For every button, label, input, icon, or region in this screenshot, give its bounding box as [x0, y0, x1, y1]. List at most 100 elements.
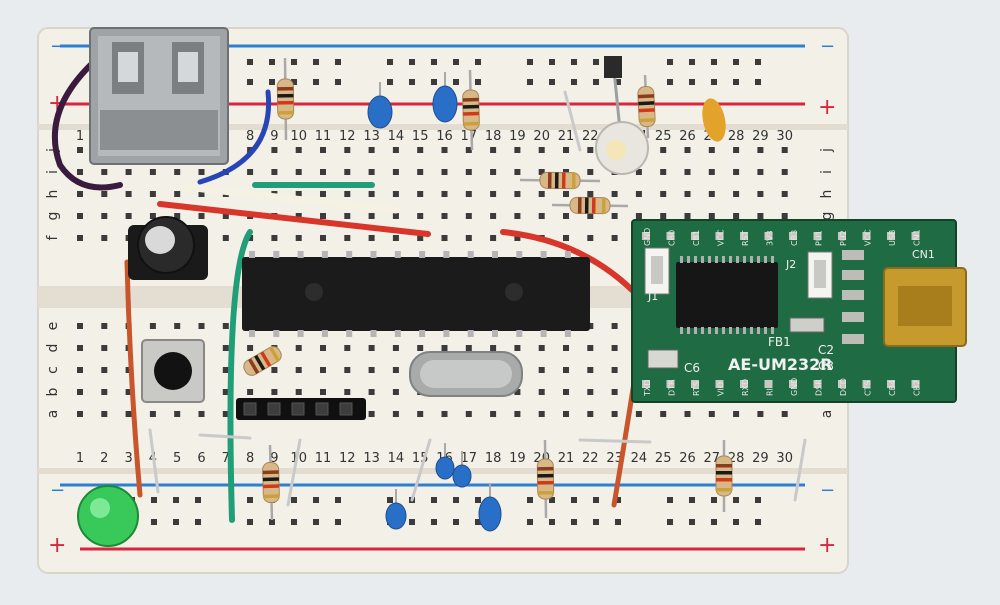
breadboard-hole	[684, 169, 691, 175]
ic-pin	[297, 330, 304, 337]
rail-hole	[409, 59, 415, 65]
breadboard-hole	[101, 169, 108, 175]
button-cap	[154, 352, 192, 390]
breadboard-hole	[538, 389, 545, 395]
ic-pin	[394, 330, 401, 337]
ic-pins	[249, 251, 571, 337]
breadboard-hole	[295, 345, 302, 351]
column-number-top: 18	[485, 129, 502, 144]
breadboard-hole	[222, 411, 229, 417]
usb-socket-window-left	[118, 52, 138, 82]
column-number-top: 1	[76, 129, 84, 144]
rail-hole	[755, 519, 761, 525]
module-top-pin-label: CB1	[692, 230, 701, 246]
module-name: AE-UM232R	[728, 355, 833, 374]
breadboard-hole	[174, 411, 181, 417]
column-number-bottom: 2	[100, 451, 108, 466]
rail-hole	[431, 497, 437, 503]
breadboard-hole	[320, 345, 326, 351]
rail-hole	[313, 497, 319, 503]
rail-hole	[527, 497, 533, 503]
column-number-bottom: 5	[173, 451, 181, 466]
ceramic-capacitor	[385, 502, 407, 530]
module-bottom-pin-label: DSR	[815, 379, 824, 396]
breadboard-hole	[660, 147, 667, 153]
breadboard-hole	[125, 191, 132, 197]
resistor-band	[639, 118, 656, 123]
module-part-fb1: FB1	[768, 335, 791, 349]
breadboard-hole	[587, 345, 594, 351]
rail-plus-bottom-left: +	[48, 533, 66, 558]
rail-hole	[571, 79, 577, 85]
module-top-pin-label: PU1	[815, 230, 824, 246]
column-number-bottom: 21	[558, 451, 575, 466]
column-number-top: 15	[412, 129, 429, 144]
breadboard-hole	[101, 389, 108, 395]
rail-hole	[151, 519, 157, 525]
breadboard-hole	[441, 147, 448, 153]
resistor-band	[537, 466, 554, 471]
rail-hole	[195, 497, 201, 503]
column-number-top: 26	[679, 129, 696, 144]
breadboard-hole	[295, 235, 302, 241]
rail-hole	[453, 59, 459, 65]
breadboard-hole	[490, 411, 497, 417]
rail-hole	[549, 79, 555, 85]
breadboard-hole	[611, 213, 618, 219]
rail-hole	[571, 519, 577, 525]
yellow-capacitor	[702, 98, 726, 142]
ic-pin	[540, 330, 547, 337]
clear-led	[595, 56, 649, 175]
module-pin-hole	[764, 380, 773, 388]
column-number-bottom: 29	[752, 451, 769, 466]
rail-hole	[571, 59, 577, 65]
breadboard-hole	[441, 235, 448, 241]
breadboard-hole	[563, 411, 569, 417]
breadboard-hole	[490, 169, 497, 175]
breadboard-hole	[295, 367, 302, 373]
chip-lead	[708, 256, 711, 263]
breadboard-hole	[149, 169, 156, 175]
column-number-bottom: 13	[363, 451, 380, 466]
rail-hole	[711, 497, 717, 503]
breadboard-hole	[320, 367, 326, 373]
column-number-top: 19	[509, 129, 526, 144]
breadboard-hole	[222, 367, 229, 373]
ic-dimple-right	[505, 283, 523, 301]
module-top-pin-label: RST	[741, 230, 750, 246]
breadboard-hole	[368, 367, 375, 373]
chip-lead	[729, 256, 732, 263]
jumper-leg-c	[198, 433, 252, 440]
breadboard-hole	[368, 191, 375, 197]
breadboard-hole	[368, 169, 375, 175]
rail-hole	[527, 519, 533, 525]
row-letter-right: h	[819, 190, 835, 199]
module-pin-hole	[887, 380, 895, 388]
breadboard-hole	[320, 191, 326, 197]
rail-hole	[755, 79, 761, 85]
rail-hole	[689, 497, 695, 503]
smd-b	[842, 270, 864, 280]
breadboard-hole	[295, 213, 302, 219]
green-led-highlight	[90, 498, 110, 518]
breadboard-hole	[563, 191, 569, 197]
rail-hole	[409, 519, 415, 525]
rail-hole	[475, 79, 481, 85]
breadboard-hole	[441, 169, 448, 175]
breadboard-hole	[465, 345, 472, 351]
breadboard-hole	[733, 411, 740, 417]
breadboard-hole	[417, 147, 424, 153]
chip-lead	[715, 327, 718, 334]
chip-lead	[715, 256, 718, 263]
breadboard-hole	[368, 345, 375, 351]
usb-socket	[89, 27, 229, 165]
rail-hole	[291, 497, 297, 503]
breadboard-hole	[708, 213, 715, 219]
breadboard-hole	[514, 213, 521, 219]
resistor-band	[263, 484, 280, 489]
breadboard-hole	[587, 213, 594, 219]
rail-hole	[549, 497, 555, 503]
breadboard-hole	[587, 389, 594, 395]
breadboard-hole	[441, 345, 448, 351]
row-letter-left: f	[45, 234, 61, 240]
